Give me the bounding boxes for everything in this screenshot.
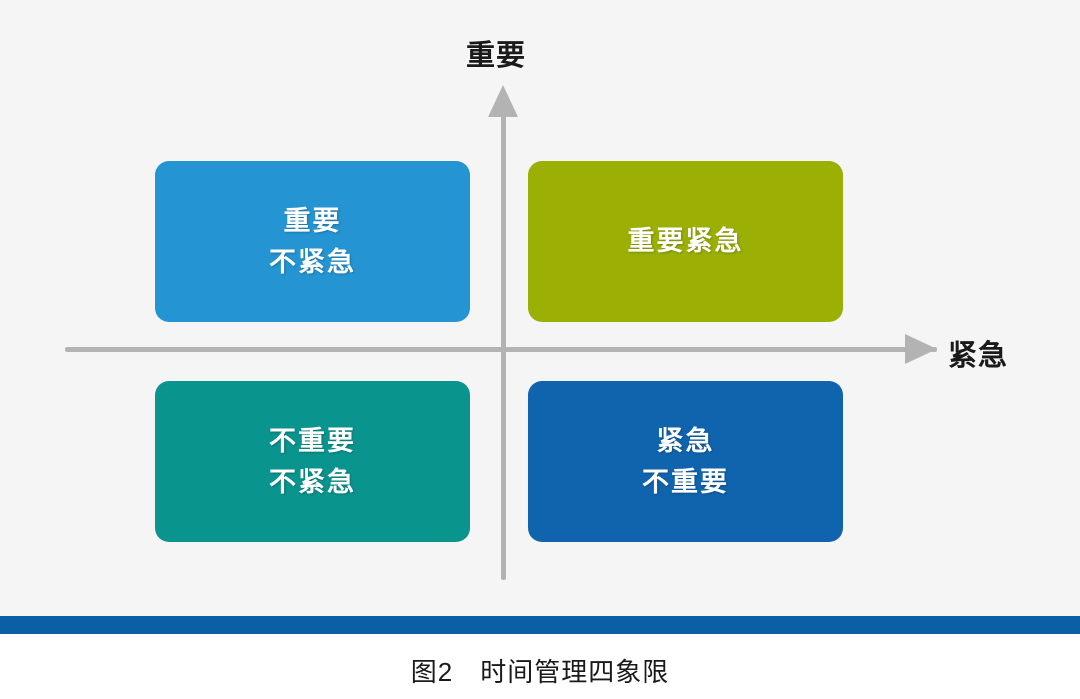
quadrant-label-group: 不重要 不紧急 xyxy=(269,427,356,496)
quadrant-important-urgent[interactable]: 重要紧急 xyxy=(528,161,852,331)
quadrant-urgent-not-important[interactable]: 紧急 不重要 xyxy=(528,381,852,551)
quadrant-label-group: 重要紧急 xyxy=(627,226,744,257)
vertical-axis-line xyxy=(501,110,506,580)
quadrant-label-line-1: 重要紧急 xyxy=(627,226,744,257)
blue-divider-bar xyxy=(0,616,1080,634)
vertical-axis-label: 重要 xyxy=(466,40,527,72)
quadrant-face xyxy=(528,381,843,542)
quadrant-label-line-1: 紧急 xyxy=(656,426,715,457)
quadrant-label-line-1: 重要 xyxy=(283,206,342,237)
quadrant-label-line-2: 不紧急 xyxy=(269,246,356,277)
quadrant-face xyxy=(155,161,470,322)
quadrant-label-line-2: 不重要 xyxy=(642,466,729,497)
horizontal-axis-label: 紧急 xyxy=(948,340,1009,372)
quadrant-important-not-urgent[interactable]: 重要 不紧急 xyxy=(155,161,479,331)
quadrant-label-group: 紧急 不重要 xyxy=(642,427,729,496)
quadrant-face xyxy=(528,161,843,322)
diagram-canvas: 重要 紧急 重要 不紧急 重要紧急 不重要 不紧急 xyxy=(65,40,1009,580)
quadrant-label-group: 重要 不紧急 xyxy=(269,207,356,276)
figure-caption: 图2 时间管理四象限 xyxy=(410,657,670,687)
quadrant-not-important-not-urgent[interactable]: 不重要 不紧急 xyxy=(155,381,479,551)
vertical-axis-arrow-icon xyxy=(488,85,518,117)
quadrant-label-line-2: 不紧急 xyxy=(269,466,356,497)
quadrant-face xyxy=(155,381,470,542)
horizontal-axis-arrow-icon xyxy=(905,334,937,364)
quadrant-label-line-1: 不重要 xyxy=(269,426,356,457)
